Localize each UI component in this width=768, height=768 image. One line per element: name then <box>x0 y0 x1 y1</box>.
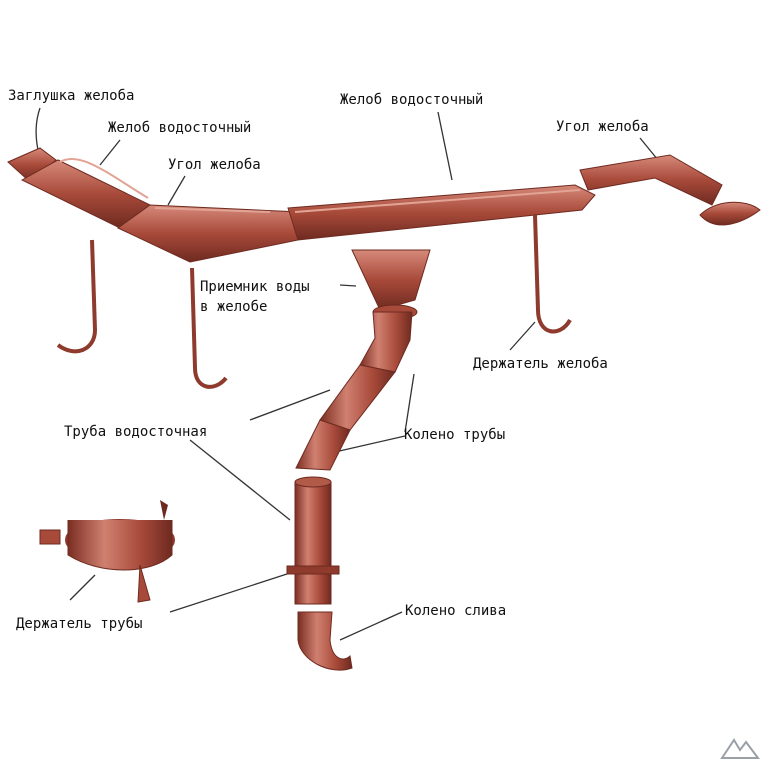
watermark-logo <box>720 738 760 759</box>
gutter-left-shape <box>20 157 151 229</box>
gutter-end-cap-shape <box>7 147 57 183</box>
label-gutter-end-cap: Заглушка желоба <box>8 88 135 104</box>
leader-gutter-top <box>437 111 453 181</box>
gutter-corner-left-shape <box>117 204 301 263</box>
leader-inlet <box>339 284 357 287</box>
gutter-hangers <box>56 214 572 389</box>
leader-downpipe-2 <box>189 439 291 521</box>
label-water-inlet-line1: Приемник воды <box>200 279 310 295</box>
water-inlet-shape <box>351 249 431 320</box>
leader-holder <box>509 321 536 351</box>
drain-elbow-shape <box>297 611 353 671</box>
label-water-inlet-line2: в желобе <box>200 299 268 315</box>
pipe-holder-shape <box>39 500 175 603</box>
leader-corner-right <box>639 137 659 161</box>
leader-pipe-holder-1 <box>69 574 96 601</box>
downpipe-straight <box>286 476 340 605</box>
leader-drain <box>339 611 403 641</box>
leader-pipe-holder-2 <box>169 572 291 613</box>
label-gutter-left: Желоб водосточный <box>108 120 252 136</box>
label-gutter-corner-left: Угол желоба <box>168 157 261 173</box>
leader-downpipe-1 <box>249 389 331 421</box>
label-gutter-holder: Держатель желоба <box>473 356 608 372</box>
label-downpipe: Труба водосточная <box>64 424 208 440</box>
hanger-1 <box>56 239 98 354</box>
gutter-corner-right-shape <box>579 154 761 226</box>
leader-end-cap <box>35 107 41 151</box>
label-pipe-elbow: Колено трубы <box>404 427 506 443</box>
label-drain-elbow: Колено слива <box>405 603 507 619</box>
downpipe-upper <box>295 311 413 471</box>
leader-corner-left <box>167 175 186 206</box>
hanger-2 <box>190 267 228 389</box>
hanger-3 <box>533 214 572 334</box>
label-gutter-corner-right: Угол желоба <box>556 119 649 135</box>
leader-lines <box>35 107 659 641</box>
leader-gutter-left <box>99 139 121 166</box>
leader-elbow-1 <box>404 373 415 433</box>
gutter-top-shape <box>287 184 596 241</box>
label-pipe-holder: Держатель трубы <box>16 616 143 632</box>
label-gutter-top: Желоб водосточный <box>340 92 484 108</box>
leader-elbow-2 <box>334 435 406 453</box>
